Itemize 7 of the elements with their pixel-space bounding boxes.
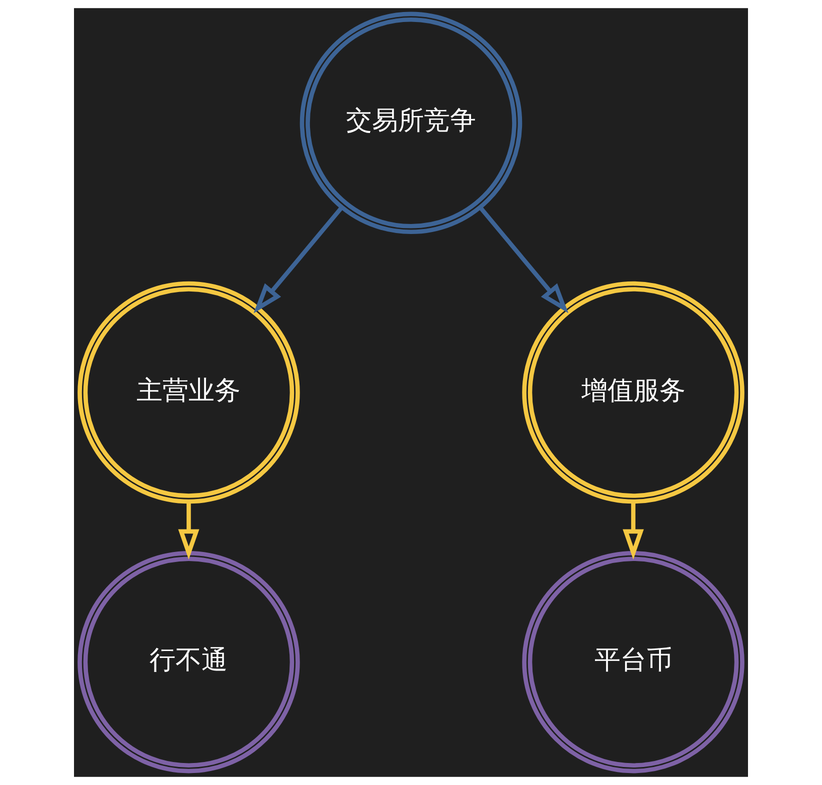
arrow (622, 502, 644, 560)
arrow (254, 206, 344, 314)
node-circle: 交易所竞争 (300, 12, 522, 234)
arrow (478, 206, 568, 314)
arrow (178, 502, 200, 560)
node-circle: 平台币 (522, 550, 744, 774)
node-circle: 行不通 (78, 550, 300, 774)
